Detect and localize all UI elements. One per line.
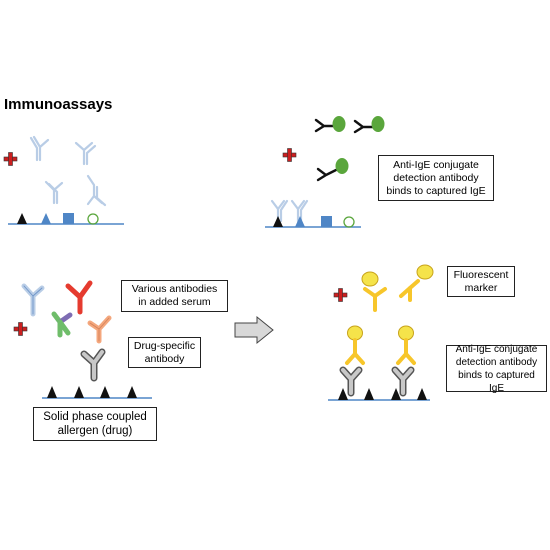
label-solid-phase-text: Solid phase coupled allergen (drug) [43,411,147,437]
bound-pale-antibody-2 [290,199,309,223]
panel-3-serum-incubation [13,280,152,399]
antigen-black-triangle [273,216,283,227]
allergen-triangle [364,388,374,400]
pale-antibody-1 [29,135,50,162]
label-anti-ige-top: Anti-IgE conjugate detection antibody bi… [378,155,494,201]
label-fluorescent-marker-text: Fluorescent marker [453,268,509,294]
antigen-black-triangle [17,213,27,224]
antigen-green-circle [343,216,355,228]
pale-antibody-4 [86,174,107,207]
detection-antibody-green-1 [314,116,346,133]
label-drug-specific: Drug-specific antibody [128,337,201,368]
allergen-triangle [100,386,110,398]
allergen-triangle [47,386,57,398]
diagram-title: Immunoassays [4,96,113,113]
drug-specific-antibody [80,348,106,382]
pale-antibody-2 [74,141,97,166]
panel-2-detection [265,116,385,228]
bound-pale-antibody-1 [270,199,289,223]
allergen-triangle [74,386,84,398]
antigen-green-circle [87,213,99,225]
allergen-triangle [391,388,401,400]
plus-icon [13,322,28,336]
pale-antibody-3 [44,180,64,205]
label-drug-specific-text: Drug-specific antibody [133,339,196,365]
antigen-blue-triangle [295,216,305,227]
serum-antibody-red [65,280,93,315]
label-fluorescent-marker: Fluorescent marker [447,266,515,297]
panel-4-fluorescent-detection [328,264,434,401]
antigen-blue-square [321,216,332,227]
antigen-blue-triangle [41,213,51,224]
label-anti-ige-bottom: Anti-IgE conjugate detection antibody bi… [446,343,547,394]
allergen-triangle [417,388,427,400]
serum-antibody-pale-blue-outline [23,285,43,315]
label-solid-phase: Solid phase coupled allergen (drug) [33,407,157,441]
serum-antibody-orange-outline [89,317,110,342]
label-various-antibodies-text: Various antibodies in added serum [131,283,218,308]
plus-icon [3,152,18,166]
anti-ige-bound-1 [339,325,365,397]
plus-icon [333,288,348,302]
serum-antibody-green-purple [51,311,73,338]
panel-1-serum-antibodies [3,135,124,225]
process-arrow [234,315,274,345]
label-anti-ige-top-text: Anti-IgE conjugate detection antibody bi… [386,158,486,197]
antigen-blue-square [63,213,74,224]
allergen-triangle [338,388,348,400]
label-various-antibodies: Various antibodies in added serum [121,280,228,312]
label-anti-ige-bottom-text: Anti-IgE conjugate detection antibody bi… [455,343,538,394]
fluorescent-antibody-2 [399,264,434,302]
plus-icon [282,148,297,162]
fluorescent-antibody-1 [361,271,387,312]
detection-antibody-green-3 [316,158,349,182]
allergen-triangle [127,386,137,398]
detection-antibody-green-2 [353,116,385,134]
anti-ige-bound-2 [391,325,416,397]
